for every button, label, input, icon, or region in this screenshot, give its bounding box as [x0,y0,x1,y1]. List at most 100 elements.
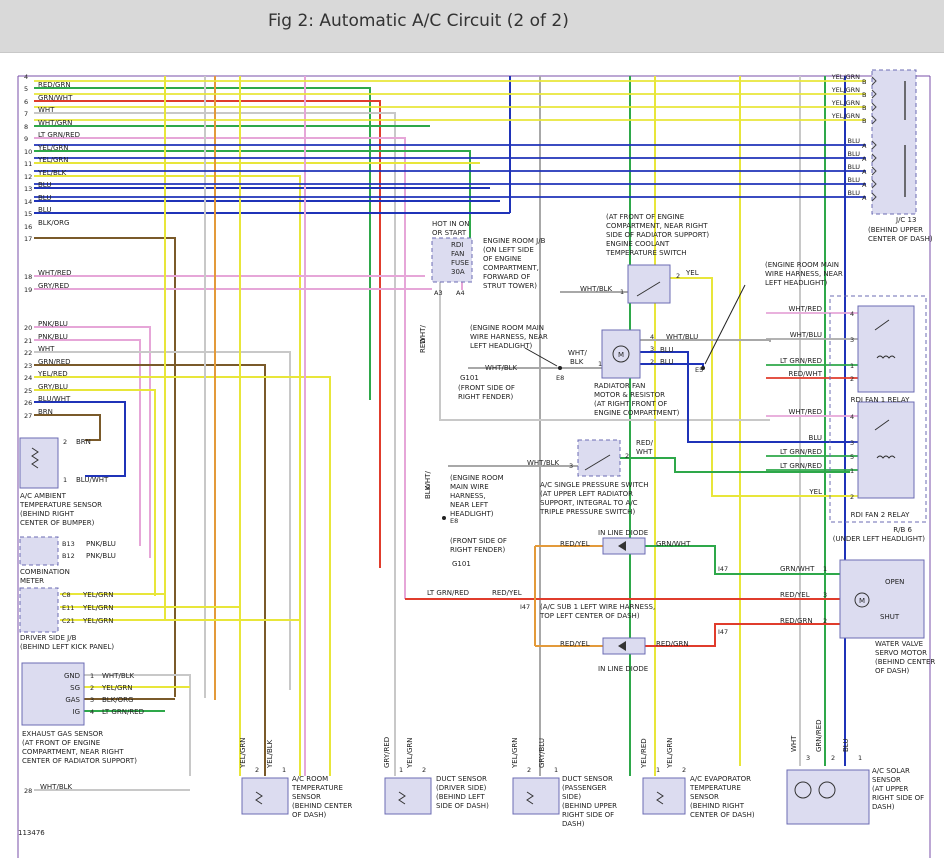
wire-number: 18 [24,273,32,281]
splice-e8b-label: E8 [450,517,458,525]
wire-number: 22 [24,349,32,357]
wire-wht-22 [34,351,291,690]
room-sensor-wire: YEL/GRN [239,738,247,769]
exhaust-pin-label: SG [70,684,80,692]
diode-top-name: IN LINE DIODE [598,529,648,537]
wire-number: 14 [24,198,32,206]
valve-shut: SHUT [880,613,900,621]
duct-passenger-wire: YEL/GRN [511,738,519,769]
wire-grn-red-23 [34,364,266,776]
exhaust-wire: LT GRN/RED [102,708,144,716]
wire-number: 24 [24,374,32,382]
leader-e5 [704,284,746,365]
fan-motor-desc-line: ENGINE COMPARTMENT) [594,409,680,417]
photodiode-icon [818,781,836,799]
wire-number: 27 [24,412,32,420]
duct-passenger-pin: 2 [527,766,531,774]
engine-jb-hot-line: HOT IN ON [432,220,470,228]
duct-driver-desc-line: (DRIVER SIDE) [436,784,487,792]
solar-desc-line: SENSOR [872,776,901,784]
jc13-terminal: A [862,142,867,150]
room-sensor-wire: YEL/BLK [266,739,274,769]
coolant-wire-out: YEL [685,269,699,277]
exhaust-desc-line: CENTER OF RADIATOR SUPPORT) [22,757,137,765]
evap-sensor-desc-line: (BEHIND RIGHT [690,802,745,810]
relay2-pin: 2 [850,493,854,501]
jc13-wire-label: YEL/GRN [831,73,860,81]
wire-label: WHT/RED [38,269,72,277]
solar-desc-line: A/C SOLAR [872,767,910,775]
ambient-pin: 2 [63,438,67,446]
splice-e5 [701,366,705,370]
wire-label: YEL/GRN [37,144,68,152]
splice-e8b [442,516,446,520]
wht-red-vertical-line: RED [419,338,427,353]
jc13-terminal: A [862,194,867,202]
relay1-pin: 3 [850,336,854,344]
evap-sensor-desc-line: SENSOR [690,793,719,801]
splice-e5-label: E5 [695,366,703,374]
relay2-name: RDI FAN 2 RELAY [851,511,910,519]
exhaust-pin-label: IG [73,708,81,716]
jc13-terminal: A [862,168,867,176]
solar-wire: GRN/RED [815,719,823,752]
engine-jb-desc-line: STRUT TOWER) [483,282,537,290]
relay1-wire: LT GRN/RED [780,357,822,365]
duct-driver-pin: 2 [422,766,426,774]
jc13-wire-label: BLU [847,176,860,184]
wire-wht-blk-e8: WHT/BLK [485,364,518,372]
relay-coil [876,355,896,359]
photodiode-icon [794,781,812,799]
leader-e8 [524,347,558,367]
i47-a: I47 [520,603,530,611]
wire-label: GRY/RED [38,282,69,290]
engine-jb-desc-line: OF ENGINE [483,255,522,263]
wire-number: 9 [24,135,28,143]
diode-bottom-wire-left: RED/YEL [560,640,590,648]
jc13-connector [871,69,917,215]
duct-driver-desc-line: DUCT SENSOR [436,775,487,783]
solar-pin: 2 [831,754,835,762]
diagram-id: 113476 [18,829,45,837]
fan-motor-w2: BLU [660,358,673,366]
valve-desc-line: SERVO MOTOR [875,649,927,657]
terminal-chevron [871,153,877,163]
fan-motor-w3: BLU [660,346,673,354]
wire-wht-red-jb [439,282,770,421]
terminal-chevron [871,89,877,99]
duct-passenger-box [512,777,560,815]
red-yel-mid: RED/YEL [492,589,522,597]
wire-blk-org [34,237,176,697]
exhaust-pin: 2 [90,684,94,692]
wire-yel-blk [34,175,301,776]
diode-bottom-symbol [618,641,626,651]
relay2-pin: 3 [850,439,854,447]
jc13-wire-label: BLU [847,189,860,197]
ground1-name: G101 [460,374,479,382]
wire-fan-w4 [640,339,771,342]
wire-number: 25 [24,387,32,395]
relay2-wire: WHT/RED [789,408,823,416]
coolant-wire-in: WHT/BLK [580,285,613,293]
wire-diode-top-right [645,545,840,575]
solar-sensor-box [786,769,870,825]
duct-passenger-desc-line: DASH) [562,820,585,828]
wire-label: BRN [38,408,53,416]
duct-passenger-desc-line: SIDE) [562,793,581,801]
wire-label: BLK/ORG [38,219,69,227]
coolant-pin1: 1 [620,288,624,296]
diode-bottom-name: IN LINE DIODE [598,665,648,673]
wire-number: 5 [24,85,28,93]
coolant-switch-desc-line: ENGINE COOLANT [606,240,670,248]
duct-passenger-wire: GRY/BLU [538,738,546,768]
exhaust-pin: 4 [90,708,94,716]
wire-number: 15 [24,210,32,218]
coolant-switch [627,264,671,304]
wire-number: 8 [24,123,28,131]
relay2-box [857,401,915,499]
wire-yel-grn-10 [34,150,471,240]
combination-meter-box [19,536,59,566]
fan-motor-w4: WHT/BLU [666,333,698,341]
wire-layer [34,76,866,791]
